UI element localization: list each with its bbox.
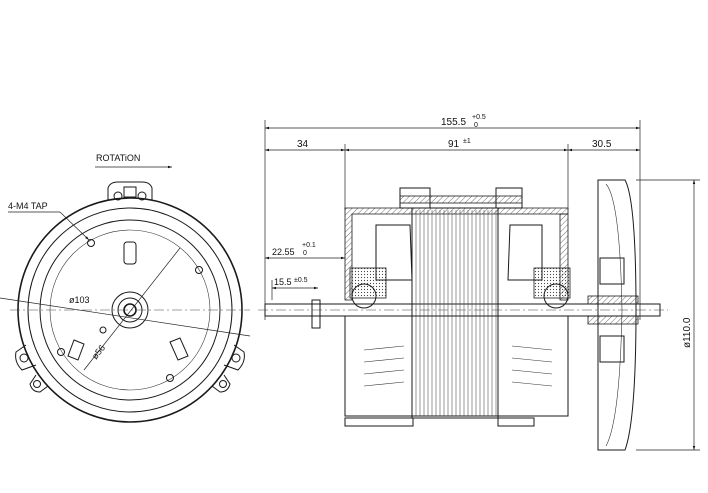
- lower-bracket-right: [497, 417, 535, 427]
- shaft-tol-upper: +0.1: [302, 242, 316, 249]
- bearing-right: [543, 283, 569, 309]
- flat-dim-label: 15.5: [274, 277, 292, 287]
- tap-label: 4-M4 TAP: [8, 201, 48, 211]
- fan-inner-curve: [605, 183, 623, 447]
- housing-inner-ring: [27, 207, 233, 413]
- bracket-hole-left: [113, 191, 123, 201]
- stator-stack: [411, 207, 499, 419]
- stack-length-label: 91: [448, 139, 460, 150]
- tap-hole-2: [195, 266, 203, 274]
- tap-hole-3: [57, 348, 65, 356]
- lower-fins-left: [363, 345, 405, 387]
- shaft-collar: [311, 299, 321, 329]
- bearing-hub-outer: [111, 291, 149, 329]
- fan-diameter-label: ø110.0: [682, 317, 693, 348]
- left-ear-hole: [19, 353, 29, 363]
- rotation-label: ROTATiON: [96, 153, 140, 163]
- dia56-line: [83, 247, 181, 371]
- shaft-dim-label: 22.55: [272, 247, 295, 257]
- dia103-line: [0, 297, 251, 337]
- shaft-tol-lower: 0: [303, 250, 307, 257]
- lower-right-ear-hole: [219, 380, 227, 388]
- overall-tol-upper: +0.5: [472, 114, 486, 121]
- right-mount-ear: [223, 344, 245, 371]
- fan-nut-upper: [587, 295, 639, 305]
- overall-length-label: 155.5: [441, 117, 466, 128]
- dia56-label: ø56: [90, 343, 107, 361]
- stack-tol-label: ±1: [463, 138, 471, 145]
- overall-tol-lower: 0: [474, 122, 478, 129]
- through-bolt: [399, 195, 523, 204]
- left-offset-label: 34: [297, 139, 309, 150]
- center-pin-hole-left: [99, 326, 107, 334]
- lower-fins-right: [511, 345, 553, 387]
- field-coil-left: [349, 267, 387, 299]
- vent-slot-top: [123, 241, 137, 265]
- field-coil-right: [533, 267, 571, 299]
- housing-top-wall: [344, 207, 569, 301]
- fan-blade-profile: [597, 179, 637, 451]
- bracket-hole-right: [137, 191, 147, 201]
- fan-nut-lower: [587, 315, 639, 325]
- lower-left-ear-hole: [33, 380, 41, 388]
- top-mount-bracket: [107, 181, 153, 200]
- lower-right-ear: [211, 374, 231, 393]
- dia103-label: ø103: [69, 295, 90, 305]
- fan-hub-upper: [599, 257, 625, 285]
- housing-step-ring: [39, 219, 221, 401]
- vent-slot-left: [67, 339, 85, 361]
- side-view: 155.5 +0.5 0 34 91 ±1 30.5 22.55 +0.1 0 …: [258, 114, 700, 451]
- bearing-left: [351, 283, 377, 309]
- right-ear-hole: [231, 353, 241, 363]
- lower-left-ear: [29, 374, 49, 393]
- left-mount-ear: [15, 344, 37, 371]
- flat-tol-label: ±0.5: [294, 277, 308, 284]
- bracket-slot: [123, 186, 137, 198]
- housing-lower-body: [344, 315, 569, 417]
- lower-bracket-left: [344, 417, 414, 427]
- fan-hub-lower: [599, 335, 625, 363]
- right-offset-label: 30.5: [592, 139, 612, 150]
- vent-slot-right: [169, 337, 189, 361]
- tap-hole-1: [87, 239, 95, 247]
- front-view: ROTATiON 4-M4 TAP: [0, 153, 251, 423]
- tap-hole-4: [166, 374, 174, 382]
- tap-leader-line: [59, 211, 90, 241]
